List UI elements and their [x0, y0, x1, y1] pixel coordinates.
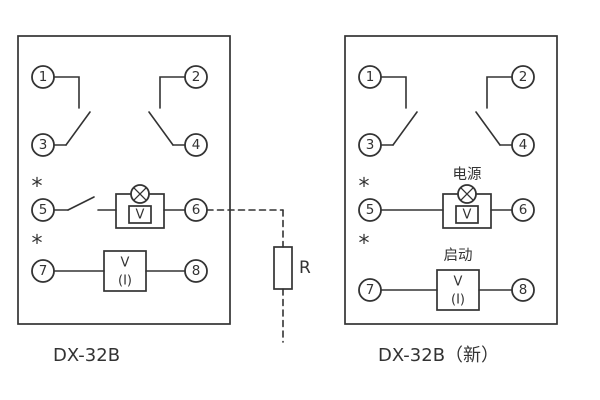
wire: [159, 76, 186, 109]
diagram-caption-old: DX-32B: [53, 345, 120, 366]
terminal-8: 8: [511, 278, 535, 302]
terminal-number: 3: [39, 137, 48, 153]
terminal-2: 2: [184, 65, 208, 89]
contact-1-3: [380, 76, 418, 146]
diagram-dx32b-new: 电源 V 启动 V (I) * * 1 2 3 4 5 6 7 8 D: [344, 35, 558, 366]
terminal-4: 4: [184, 133, 208, 157]
terminal-7: 7: [358, 278, 382, 302]
polarity-mark: *: [32, 175, 43, 200]
resistor-symbol: [273, 246, 293, 290]
lamp-meter-branch: V: [53, 184, 186, 229]
terminal-1: 1: [358, 65, 382, 89]
terminal-number: 4: [192, 137, 201, 153]
terminal-number: 4: [519, 137, 528, 153]
vi-meter-v-label: V: [121, 256, 130, 271]
polarity-mark: *: [32, 232, 43, 257]
start-label: 启动: [444, 247, 473, 264]
terminal-5: 5: [31, 198, 55, 222]
terminal-number: 7: [366, 282, 375, 298]
contact-2-4: [475, 76, 513, 146]
terminal-5: 5: [358, 198, 382, 222]
vi-meter-i-label: (I): [451, 293, 465, 308]
terminal-number: 1: [39, 69, 48, 85]
vi-meter-v-label: V: [454, 275, 463, 290]
terminal-number: 2: [519, 69, 528, 85]
contact-1-3: [53, 76, 91, 146]
voltmeter-label: V: [136, 208, 145, 223]
voltmeter-box: [455, 205, 479, 224]
wire: [486, 76, 513, 109]
switch-blade: [65, 111, 91, 146]
diagram-dx32b-old: V V (I) * * 1 2 3 4 5 6 7 8 DX-32B: [17, 35, 231, 366]
terminal-6: 6: [184, 198, 208, 222]
terminal-number: 6: [192, 202, 201, 218]
terminal-number: 8: [519, 282, 528, 298]
lamp-cross-icon: [459, 186, 475, 202]
voltmeter-box: [128, 205, 152, 224]
vi-meter-branch: V (I): [53, 250, 186, 292]
power-lamp-meter-branch: 电源 V: [380, 166, 513, 229]
voltmeter-label: V: [463, 208, 472, 223]
switch-blade: [148, 111, 174, 146]
switch-blade: [392, 111, 418, 146]
terminal-number: 5: [39, 202, 48, 218]
contact-2-4: [148, 76, 186, 146]
terminal-3: 3: [358, 133, 382, 157]
polarity-mark: *: [359, 175, 370, 200]
wire: [380, 76, 407, 109]
switch-blade: [475, 111, 501, 146]
lamp-cross-icon: [132, 186, 148, 202]
external-resistor-branch: R: [206, 209, 311, 343]
polarity-mark: *: [359, 232, 370, 257]
diagram-caption-new: DX-32B（新）: [378, 345, 499, 366]
terminal-number: 5: [366, 202, 375, 218]
vi-meter-i-label: (I): [118, 274, 132, 289]
terminal-4: 4: [511, 133, 535, 157]
terminal-8: 8: [184, 259, 208, 283]
enclosure-outline: [344, 35, 558, 325]
terminal-number: 7: [39, 263, 48, 279]
terminal-3: 3: [31, 133, 55, 157]
terminal-number: 6: [519, 202, 528, 218]
power-label: 电源: [453, 166, 482, 183]
terminal-number: 1: [366, 69, 375, 85]
switch-blade: [67, 196, 95, 211]
terminal-2: 2: [511, 65, 535, 89]
terminal-number: 2: [192, 69, 201, 85]
terminal-7: 7: [31, 259, 55, 283]
terminal-1: 1: [31, 65, 55, 89]
resistor-label: R: [299, 258, 311, 278]
start-vi-meter-branch: 启动 V (I): [380, 247, 513, 311]
terminal-number: 8: [192, 263, 201, 279]
terminal-number: 3: [366, 137, 375, 153]
terminal-6: 6: [511, 198, 535, 222]
wire: [53, 76, 80, 109]
enclosure-outline: [17, 35, 231, 325]
